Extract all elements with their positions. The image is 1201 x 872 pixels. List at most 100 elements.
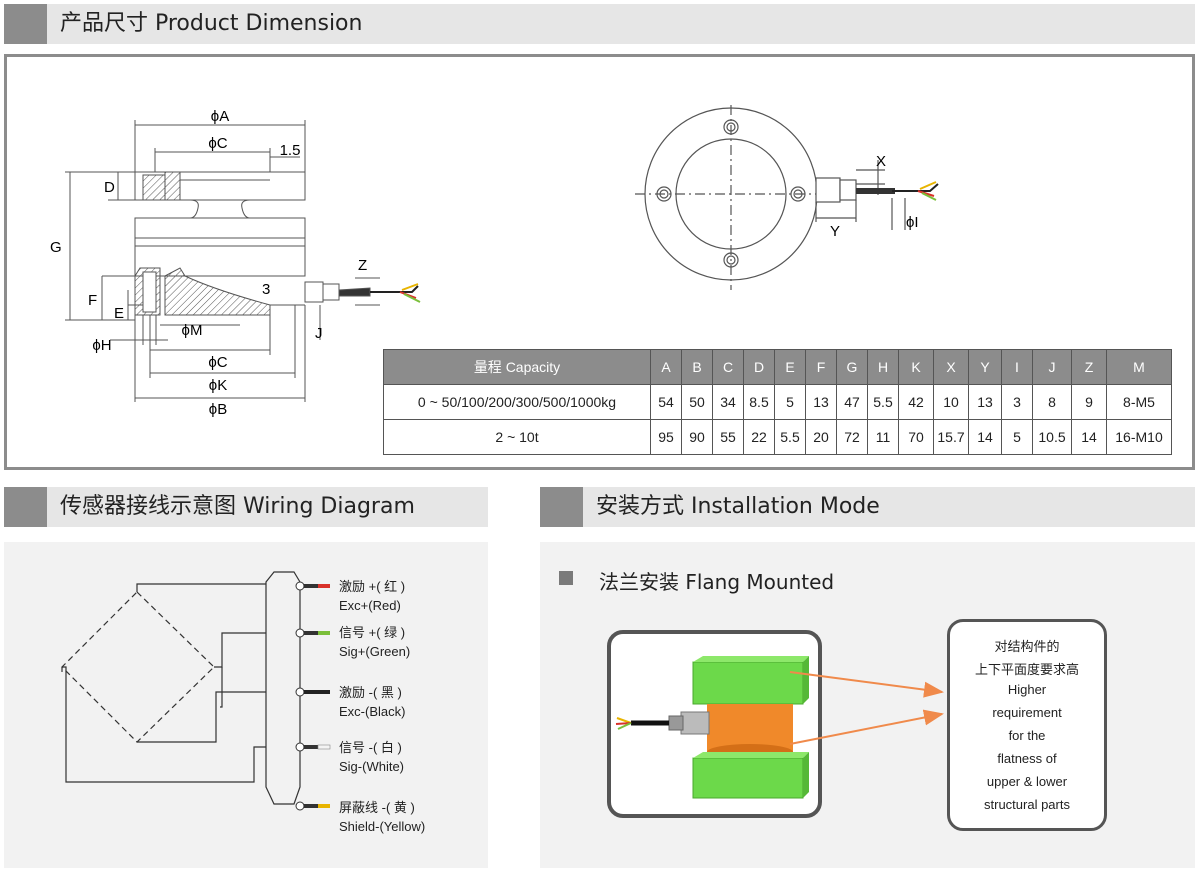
label-phiK: ϕK [209, 377, 227, 394]
table-header: G [836, 349, 868, 385]
flange-mounted-title: 法兰安装 Flang Mounted [599, 570, 835, 594]
table-cell: 11 [867, 419, 899, 455]
note-line: structural parts [984, 797, 1070, 812]
table-cell: 16-M10 [1106, 419, 1172, 455]
wiring-diagram-title: 传感器接线示意图 Wiring Diagram [60, 494, 415, 519]
table-cell: 22 [743, 419, 775, 455]
table-header: J [1032, 349, 1072, 385]
table-cell: 5.5 [867, 384, 899, 420]
note-line: for the [1008, 728, 1046, 743]
mounting-photo [607, 630, 822, 818]
table-cell: 13 [968, 384, 1002, 420]
label-D: D [104, 179, 115, 196]
header-tab [4, 487, 47, 527]
table-header: D [743, 349, 775, 385]
wire-label-en: Exc-(Black) [339, 704, 406, 719]
table-cell: 90 [681, 419, 713, 455]
table-header: Y [968, 349, 1002, 385]
table-cell: 5 [774, 384, 806, 420]
dimension-table: 量程 Capacity A B C D E F G H K X Y I J Z … [383, 349, 1172, 455]
table-header: A [650, 349, 682, 385]
table-cell: 20 [805, 419, 837, 455]
note-line: upper & lower [986, 774, 1068, 789]
note-line: 上下平面度要求高 [974, 662, 1079, 677]
wire-sig-minus: 信号 -( 白 ) Sig-(White) [339, 738, 404, 776]
sensor-mount-illustration [615, 656, 809, 799]
table-header: X [933, 349, 969, 385]
wiring-diagram-header: 传感器接线示意图 Wiring Diagram [4, 487, 488, 527]
table-cell: 8 [1032, 384, 1072, 420]
label-X: X [876, 153, 886, 170]
label-G: G [50, 239, 62, 256]
bullet-square-icon [559, 571, 573, 585]
table-cell: 8-M5 [1106, 384, 1172, 420]
arrow-bottom [789, 709, 944, 745]
label-Y: Y [830, 223, 840, 240]
table-cell: 14 [1071, 419, 1107, 455]
label-phiI: ϕI [906, 214, 919, 231]
table-header: K [898, 349, 934, 385]
wire-sig-plus: 信号 +( 绿 ) Sig+(Green) [339, 623, 410, 661]
arrow-top [789, 671, 944, 698]
table-cell: 34 [712, 384, 744, 420]
label-3: 3 [262, 281, 270, 298]
side-view-drawing: ϕA ϕC 1.5 D G F E ϕM ϕH ϕC ϕK ϕB 3 Z J [50, 108, 421, 418]
label-F: F [88, 292, 97, 309]
table-cell: 10 [933, 384, 969, 420]
note-line: Higher [1007, 682, 1047, 697]
label-Z: Z [358, 257, 367, 274]
table-cell: 13 [805, 384, 837, 420]
table-cell: 95 [650, 419, 682, 455]
table-cell: 14 [968, 419, 1002, 455]
wiring-schematic [61, 571, 331, 811]
label-1-5: 1.5 [280, 142, 301, 159]
table-cell: 50 [681, 384, 713, 420]
table-cell: 0 ~ 50/100/200/300/500/1000kg [383, 384, 651, 420]
pointer-arrows [789, 671, 944, 745]
table-header: C [712, 349, 744, 385]
wire-label-en: Exc+(Red) [339, 598, 401, 613]
table-cell: 54 [650, 384, 682, 420]
wire-exc-minus: 激励 -( 黑 ) Exc-(Black) [339, 683, 405, 721]
table-cell: 9 [1071, 384, 1107, 420]
wire-label-cn: 激励 -( 黑 ) [339, 685, 402, 700]
installation-mode-header: 安装方式 Installation Mode [540, 487, 1195, 527]
table-cell: 10.5 [1032, 419, 1072, 455]
top-view-drawing: X Y ϕI [635, 105, 939, 290]
note-line: requirement [992, 705, 1062, 720]
table-header: E [774, 349, 806, 385]
wire-label-cn: 信号 +( 绿 ) [339, 625, 406, 640]
note-line: flatness of [997, 751, 1057, 766]
table-row: 2 ~ 10t 95 90 55 22 5.5 20 72 11 70 15.7… [383, 419, 1172, 455]
table-cell: 70 [898, 419, 934, 455]
label-phiC-bottom: ϕC [208, 354, 227, 371]
table-header: I [1001, 349, 1033, 385]
installation-mode-title: 安装方式 Installation Mode [596, 494, 880, 519]
table-cell: 5 [1001, 419, 1033, 455]
wire-label-en: Shield-(Yellow) [339, 819, 426, 834]
product-dimension-header: 产品尺寸 Product Dimension [4, 4, 1195, 44]
label-phiH: ϕH [92, 337, 111, 354]
table-header-row: 量程 Capacity A B C D E F G H K X Y I J Z … [383, 349, 1172, 385]
table-cell: 72 [836, 419, 868, 455]
label-E: E [114, 305, 124, 322]
wire-label-en: Sig+(Green) [339, 644, 411, 659]
table-header: M [1106, 349, 1172, 385]
label-phiA: ϕA [211, 108, 229, 125]
note-line: 对结构件的 [994, 639, 1060, 654]
label-phiB: ϕB [209, 401, 227, 418]
table-header: Z [1071, 349, 1107, 385]
wire-exc-plus: 激励 +( 红 ) Exc+(Red) [339, 577, 405, 615]
flatness-note: 对结构件的 上下平面度要求高 Higher requirement for th… [947, 619, 1107, 831]
table-cell: 2 ~ 10t [383, 419, 651, 455]
table-header: H [867, 349, 899, 385]
header-tab [4, 4, 47, 44]
table-header: 量程 Capacity [383, 349, 651, 385]
table-header: F [805, 349, 837, 385]
wire-shield: 屏蔽线 -( 黄 ) Shield-(Yellow) [339, 798, 425, 836]
header-tab [540, 487, 583, 527]
table-cell: 55 [712, 419, 744, 455]
label-phiC-top: ϕC [208, 135, 227, 152]
table-cell: 3 [1001, 384, 1033, 420]
product-dimension-title: 产品尺寸 Product Dimension [60, 11, 363, 36]
